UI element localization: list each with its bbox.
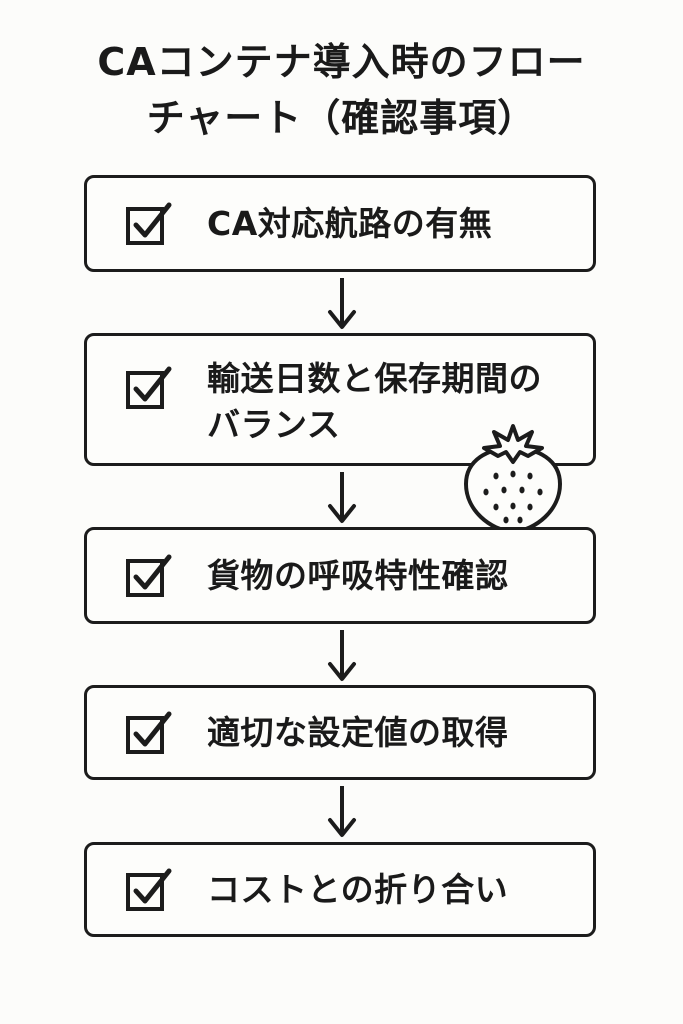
checkbox-checked-icon (126, 711, 172, 754)
arrow-down-icon (328, 630, 356, 681)
step-transit-storage-balance: 輸送日数と保存期間の バランス (84, 333, 596, 466)
step-ca-route: CA対応航路の有無 (84, 175, 596, 272)
step-label: CA対応航路の有無 (207, 204, 493, 243)
step-cargo-respiration: 貨物の呼吸特性確認 (84, 527, 596, 624)
title-line-1: CAコンテナ導入時のフロー (97, 40, 586, 84)
step-label: コストとの折り合い (207, 870, 509, 909)
step-label: 貨物の呼吸特性確認 (207, 556, 509, 595)
arrow-down-icon (328, 278, 356, 329)
title-line-2: チャート（確認事項） (146, 96, 537, 140)
checkbox-checked-icon (126, 554, 172, 597)
arrow-down-icon (328, 472, 356, 523)
page-title: CAコンテナ導入時のフロー チャート（確認事項） (40, 34, 643, 146)
step-label: 適切な設定値の取得 (207, 713, 509, 752)
strawberry-icon (463, 424, 563, 535)
checkbox-checked-icon (126, 202, 172, 245)
step-label: 輸送日数と保存期間の バランス (207, 356, 579, 448)
checkbox-checked-icon (126, 366, 172, 409)
step-label-line-1: 輸送日数と保存期間の (207, 359, 542, 398)
checkbox-checked-icon (126, 868, 172, 911)
arrow-down-icon (328, 786, 356, 837)
step-cost-balance: コストとの折り合い (84, 842, 596, 937)
step-label-line-2: バランス (207, 405, 341, 444)
step-setting-values: 適切な設定値の取得 (84, 685, 596, 780)
